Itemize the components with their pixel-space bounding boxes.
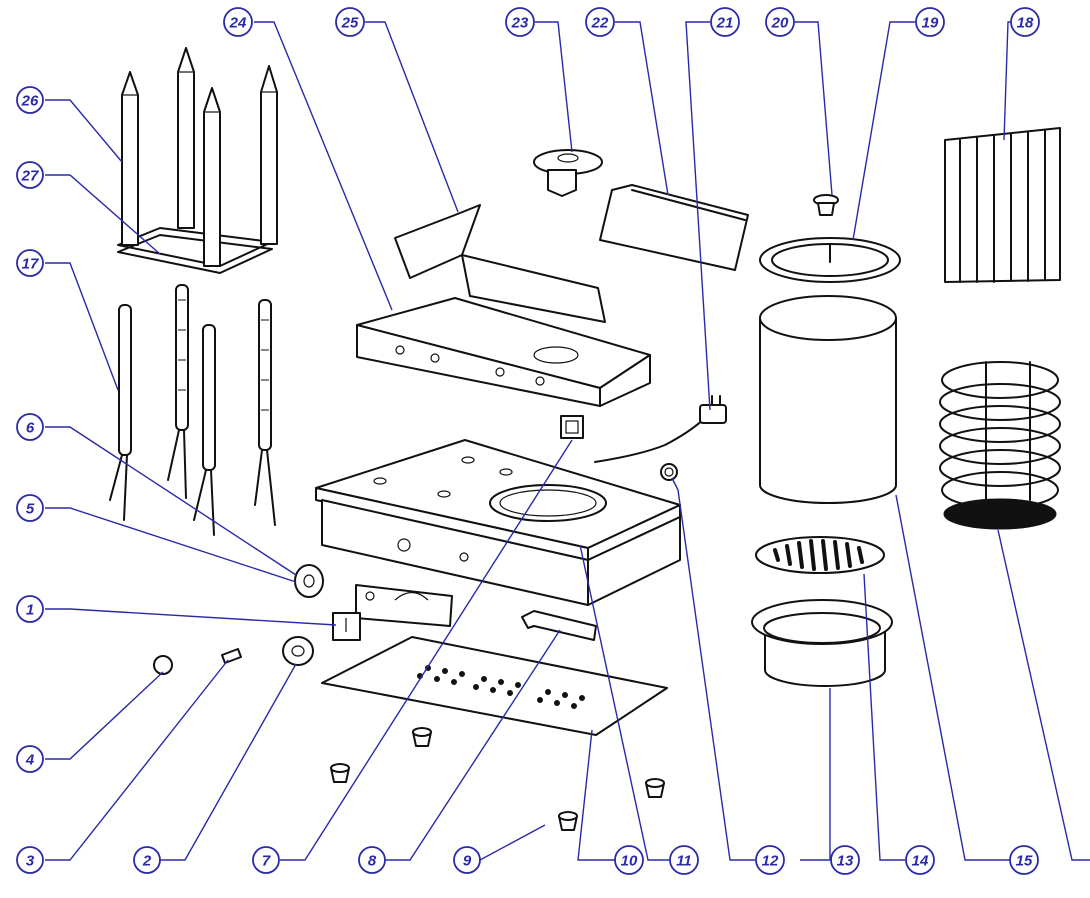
svg-text:10: 10 <box>621 853 638 870</box>
small-hardware <box>153 636 314 675</box>
svg-text:19: 19 <box>922 15 939 32</box>
callout-3: 3 <box>16 846 44 874</box>
callout-2: 2 <box>133 846 161 874</box>
callout-12: 12 <box>755 845 785 875</box>
grate-panel <box>944 127 1061 283</box>
drum-cylinder <box>759 295 897 504</box>
heat-shields <box>394 204 606 323</box>
svg-text:23: 23 <box>511 15 529 32</box>
callout-10: 10 <box>614 845 644 875</box>
callout-7: 7 <box>252 846 280 874</box>
handle <box>521 610 597 641</box>
power-cord <box>594 395 727 463</box>
top-ring <box>759 237 901 283</box>
spike-rack <box>117 47 278 274</box>
callout-9: 9 <box>453 846 481 874</box>
svg-text:2: 2 <box>142 853 152 870</box>
svg-text:1: 1 <box>26 602 34 619</box>
svg-text:26: 26 <box>21 93 39 110</box>
callout-27: 27 <box>16 161 44 189</box>
feet <box>330 727 665 831</box>
callout-6: 6 <box>16 413 44 441</box>
svg-text:17: 17 <box>22 256 39 273</box>
callout-19: 19 <box>915 7 945 37</box>
drip-tray-ring <box>751 599 893 687</box>
callout-11: 11 <box>669 845 699 875</box>
switch-and-grommet <box>560 415 678 481</box>
svg-text:18: 18 <box>1017 15 1034 32</box>
terminal-block <box>332 612 361 641</box>
callout-24: 24 <box>223 7 253 37</box>
perforated-disc <box>755 536 885 574</box>
callout-21: 21 <box>710 7 740 37</box>
spiral-cage <box>939 361 1061 530</box>
svg-text:3: 3 <box>26 853 35 870</box>
callout-1: 1 <box>16 595 44 623</box>
svg-text:21: 21 <box>716 15 734 32</box>
callout-23: 23 <box>505 7 535 37</box>
svg-text:13: 13 <box>837 853 854 870</box>
top-cap <box>533 149 603 197</box>
main-housing <box>315 439 681 606</box>
callout-22: 22 <box>585 7 615 37</box>
side-plate <box>599 184 749 271</box>
callout-5: 5 <box>16 494 44 522</box>
top-bracket <box>356 297 651 407</box>
callout-25: 25 <box>335 7 365 37</box>
callout-14: 14 <box>905 845 935 875</box>
callout-13: 13 <box>830 845 860 875</box>
callout-20: 20 <box>765 7 795 37</box>
svg-text:27: 27 <box>21 168 39 185</box>
callout-17: 17 <box>16 249 44 277</box>
heating-elements <box>109 284 276 536</box>
bottom-plate <box>321 636 668 736</box>
callout-26: 26 <box>16 86 44 114</box>
callout-15: 15 <box>1009 845 1039 875</box>
svg-text:15: 15 <box>1016 853 1033 870</box>
callout-4: 4 <box>16 745 44 773</box>
svg-text:20: 20 <box>771 15 789 32</box>
callout-18: 18 <box>1010 7 1040 37</box>
svg-text:8: 8 <box>368 853 377 870</box>
svg-text:6: 6 <box>26 420 35 437</box>
svg-text:11: 11 <box>676 853 692 870</box>
svg-text:25: 25 <box>341 15 359 32</box>
small-cap <box>813 194 839 216</box>
svg-text:14: 14 <box>912 853 929 870</box>
control-washer <box>294 564 324 598</box>
callouts: 26 27 17 6 5 1 4 3 2 7 8 9 10 11 12 13 1… <box>16 7 1040 875</box>
svg-text:9: 9 <box>463 853 472 870</box>
svg-text:24: 24 <box>229 15 247 32</box>
svg-text:5: 5 <box>26 501 35 518</box>
svg-text:4: 4 <box>25 752 35 769</box>
svg-text:22: 22 <box>591 15 609 32</box>
control-panel <box>355 584 453 627</box>
svg-text:7: 7 <box>262 853 271 870</box>
svg-text:12: 12 <box>762 853 779 870</box>
callout-8: 8 <box>358 846 386 874</box>
leader-lines <box>45 21 1090 861</box>
